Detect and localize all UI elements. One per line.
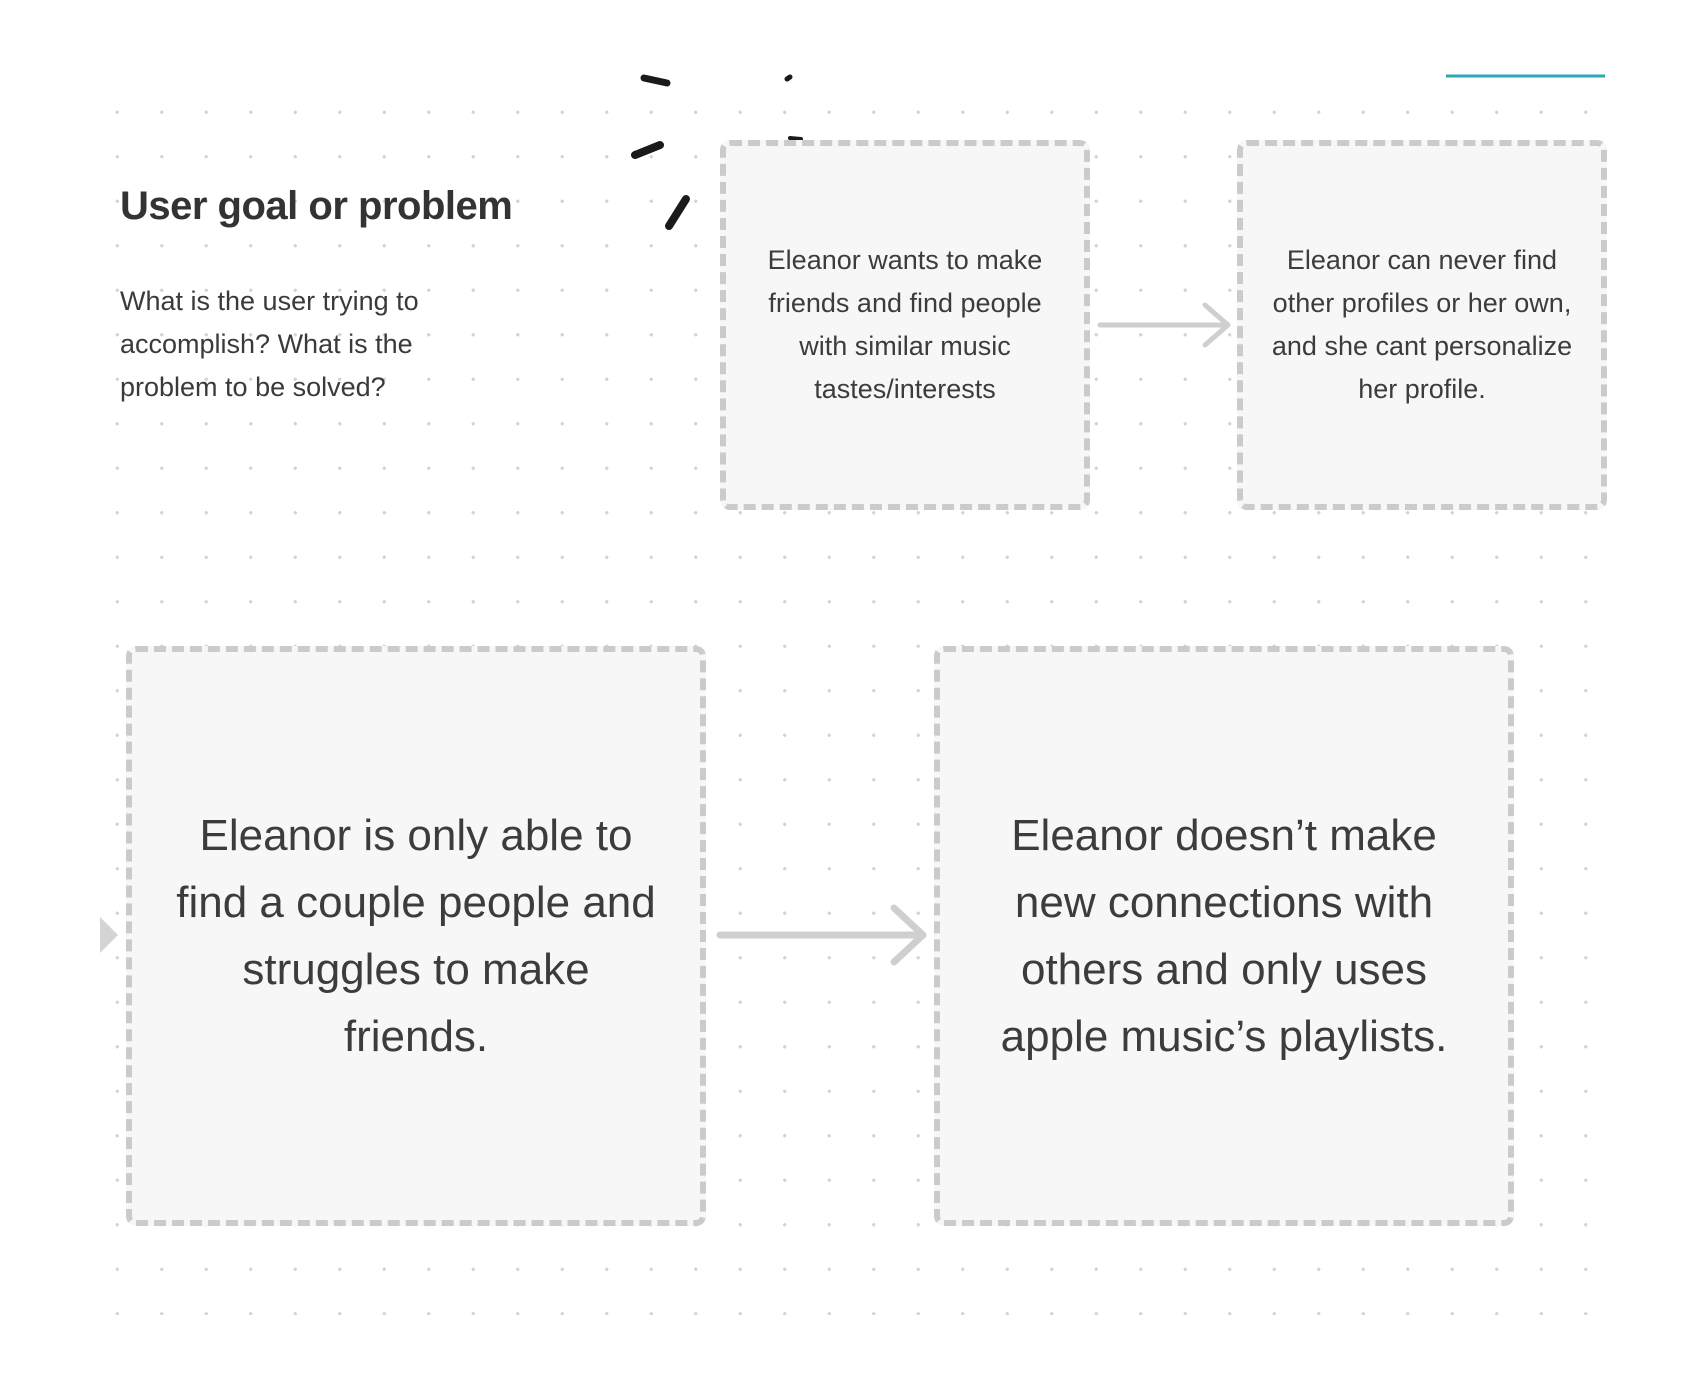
section-title: User goal or problem [120,184,513,228]
section-description: What is the user trying to accomplish? W… [120,286,419,402]
flow-card-text: Eleanor wants to make friends and find p… [767,245,1043,404]
connector-arrow-icon [716,904,927,966]
flow-card-text: Eleanor is only able to find a couple pe… [176,811,656,1061]
flow-card-text: Eleanor can never find other profiles or… [1271,245,1573,404]
flow-card-struggle[interactable]: Eleanor is only able to find a couple pe… [126,646,706,1226]
flow-card-goal[interactable]: Eleanor wants to make friends and find p… [720,140,1090,510]
flow-card-outcome[interactable]: Eleanor doesn’t make new connections wit… [934,646,1514,1226]
flow-card-text: Eleanor doesn’t make new connections wit… [1000,811,1448,1061]
flow-card-problem[interactable]: Eleanor can never find other profiles or… [1237,140,1607,510]
sparkle-doodle-icon [631,74,803,230]
incoming-arrowhead-icon [100,917,118,953]
connector-arrow-icon [1097,302,1231,348]
